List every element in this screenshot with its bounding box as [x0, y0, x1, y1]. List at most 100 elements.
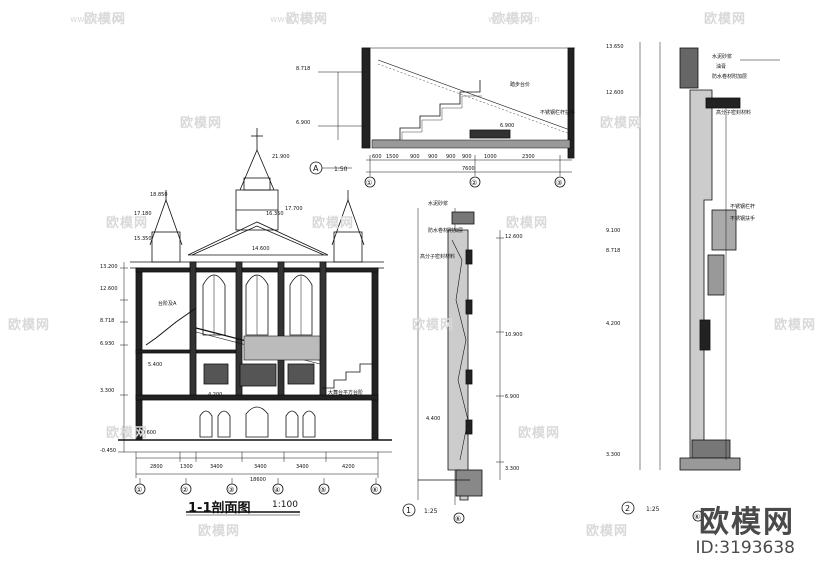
- watermark-logo: 欧模网: [286, 12, 329, 27]
- stage-platform-label: 台阶及A: [158, 300, 177, 307]
- elev-6930: 6.930: [100, 341, 114, 347]
- elev-17180: 17.180: [134, 211, 152, 217]
- watermark-logo: 欧模网: [506, 216, 549, 231]
- dim-3: 3400: [210, 464, 223, 470]
- detail-1-label-3: 高分子密封材料: [420, 253, 455, 260]
- detail-2: [621, 42, 780, 522]
- detail-a-axis-3: ③: [556, 179, 562, 187]
- watermark-logo: 欧模网: [518, 426, 561, 441]
- detail-a-elev-3: 6.900: [500, 123, 514, 129]
- elev-minus-600: -0.600: [140, 430, 156, 436]
- detail-1-label-1: 水泥砂浆: [428, 200, 448, 207]
- dim-total: 18600: [250, 477, 266, 483]
- watermark-url: www.om.cn: [70, 15, 122, 25]
- watermark-logo: 欧模网: [412, 318, 455, 333]
- section-1-1-text: 18.850 17.180 15.350 21.900 17.700 16.35…: [100, 154, 378, 494]
- watermark-url: www.om.cn: [488, 15, 540, 25]
- elev-16350: 16.350: [266, 211, 284, 217]
- detail-a: [309, 47, 575, 188]
- axis-1: ①: [136, 486, 142, 494]
- axis-5: ⑤: [320, 486, 326, 494]
- detail-a-step-label: 踏步台价: [510, 81, 530, 88]
- detail-a-marker: A: [313, 164, 319, 173]
- elev-3300: 3.300: [100, 388, 114, 394]
- dim-4: 3400: [254, 464, 267, 470]
- detail-1-scale: 1:25: [424, 508, 438, 515]
- detail-a-dim-3: 900: [410, 154, 420, 160]
- detail-2-elev-2: 12.600: [606, 90, 624, 96]
- elev-4200: 4.200: [208, 392, 222, 398]
- detail-1-elev-4: 4.400: [426, 416, 440, 422]
- detail-2-elev-4: 8.718: [606, 248, 620, 254]
- watermark-logo: 欧模网: [704, 12, 747, 27]
- detail-2-axis: ⑥: [694, 513, 700, 521]
- brand-watermark: 欧模网: [699, 505, 795, 540]
- detail-2-label-6: 不锈钢扶手: [730, 215, 755, 222]
- stage-note-label: 大舞台平方台阶: [328, 389, 363, 396]
- detail-a-dim-2: 1500: [386, 154, 399, 160]
- elev-21900: 21.900: [272, 154, 290, 160]
- elev-17700: 17.700: [285, 206, 303, 212]
- detail-a-dim-7: 1000: [484, 154, 497, 160]
- detail-2-elev-1: 13.650: [606, 44, 624, 50]
- watermark-logo: 欧模网: [312, 216, 355, 231]
- detail-1: [402, 208, 504, 524]
- detail-1-elev-3: 6.900: [505, 394, 519, 400]
- watermark-url: www.om.cn: [270, 15, 322, 25]
- detail-1-marker: 1: [406, 506, 411, 515]
- watermark-logo: 欧模网: [492, 12, 535, 27]
- axis-6: ⑥: [372, 486, 378, 494]
- detail-2-label-4: 高分子密封材料: [716, 109, 751, 116]
- detail-a-dim-8: 2300: [522, 154, 535, 160]
- detail-2-scale: 1:25: [646, 506, 660, 513]
- detail-a-scale: 1:50: [334, 166, 348, 173]
- axis-3: ③: [228, 486, 234, 494]
- image-id-watermark: ID:3193638: [695, 538, 795, 558]
- detail-a-dim-5: 900: [446, 154, 456, 160]
- dim-5: 3400: [296, 464, 309, 470]
- dim-1: 2800: [150, 464, 163, 470]
- detail-a-axis-1: ①: [366, 179, 372, 187]
- watermark-logo: 欧模网: [600, 116, 643, 131]
- detail-2-elev-5: 4.200: [606, 321, 620, 327]
- detail-2-label-2: 油膏: [716, 63, 726, 70]
- detail-2-marker: 2: [625, 504, 630, 513]
- elev-5400: 5.400: [148, 362, 162, 368]
- watermark-logo: 欧模网: [84, 12, 127, 27]
- detail-2-text: 2 1:25 水泥砂浆 油膏 防水卷材附加层 高分子密封材料 不锈钢栏杆 不锈钢…: [606, 44, 755, 521]
- axis-4: ④: [274, 486, 280, 494]
- watermark-logo: 欧模网: [180, 116, 223, 131]
- detail-2-elev-6: 3.300: [606, 452, 620, 458]
- dim-2: 1300: [180, 464, 193, 470]
- detail-a-dim-6: 900: [462, 154, 472, 160]
- detail-1-text: 1 1:25 水泥砂浆 防水卷材附加层 高分子密封材料 12.600 10.90…: [406, 200, 523, 523]
- axis-2: ②: [182, 486, 188, 494]
- detail-a-text: A 1:50 踏步台价 不锈钢栏杆扶手 8.718 6.900 6.900 60…: [296, 66, 575, 187]
- detail-a-elev-1: 8.718: [296, 66, 310, 72]
- section-1-1: [118, 128, 392, 516]
- detail-2-label-3: 防水卷材附加层: [712, 73, 747, 80]
- elev-8718: 8.718: [100, 318, 114, 324]
- detail-a-note-label: 不锈钢栏杆扶手: [540, 109, 575, 116]
- watermark-logo: 欧模网: [106, 426, 149, 441]
- elev-14600: 14.600: [252, 246, 270, 252]
- elev-18850: 18.850: [150, 192, 168, 198]
- detail-a-dim-1: 600: [372, 154, 382, 160]
- elev-minus-450: -0.450: [100, 448, 116, 454]
- detail-1-elev-1: 12.600: [505, 234, 523, 240]
- watermark-logo: 欧模网: [198, 524, 241, 539]
- section-scale: 1:100: [272, 500, 298, 510]
- detail-a-dim-total: 7600: [462, 166, 475, 172]
- watermark-logo: 欧模网: [586, 524, 629, 539]
- watermark-logo: 欧模网: [774, 318, 817, 333]
- detail-a-elev-2: 6.900: [296, 120, 310, 126]
- elev-13200: 13.200: [100, 264, 118, 270]
- detail-1-label-2: 防水卷材附加层: [428, 227, 463, 234]
- detail-2-label-5: 不锈钢栏杆: [730, 203, 755, 210]
- detail-2-label-1: 水泥砂浆: [712, 53, 732, 60]
- detail-a-axis-2: ②: [471, 179, 477, 187]
- detail-1-elev-5: 3.300: [505, 466, 519, 472]
- detail-1-axis: ⑥: [455, 515, 461, 523]
- detail-2-elev-3: 9.100: [606, 228, 620, 234]
